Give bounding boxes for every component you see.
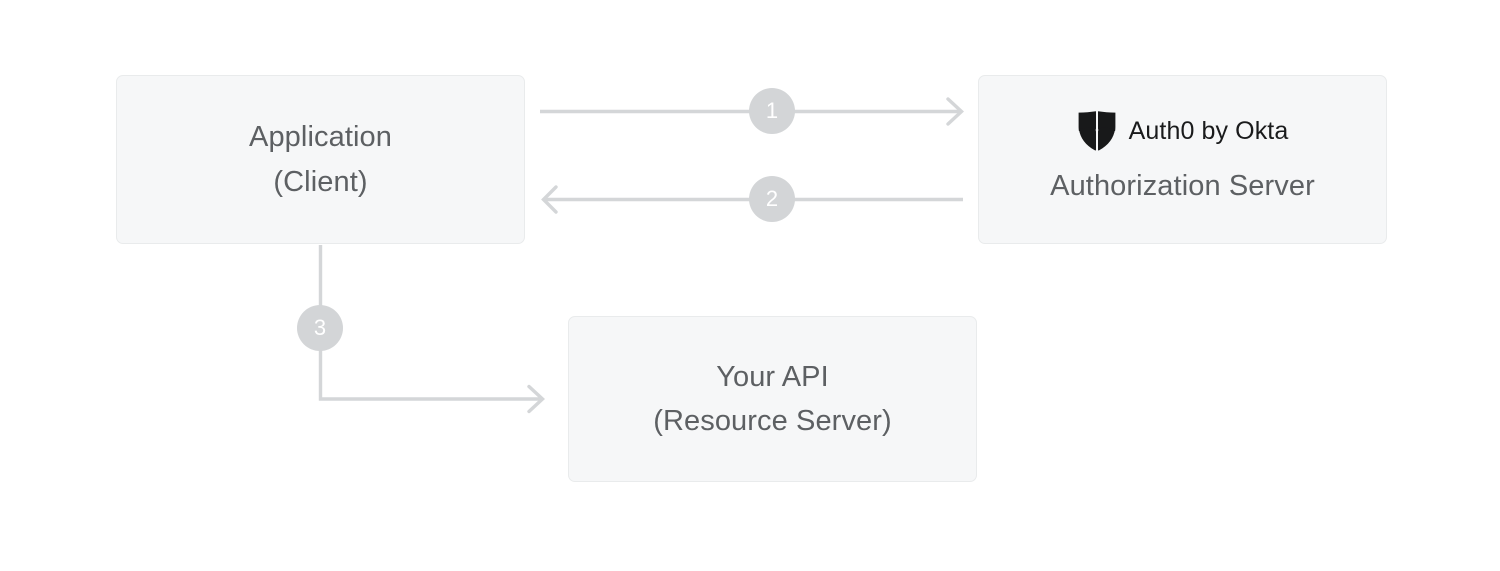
auth0-shield-icon xyxy=(1078,111,1116,151)
node-your-api[interactable]: Your API (Resource Server) xyxy=(568,316,977,482)
step-badge-1[interactable]: 1 xyxy=(749,88,795,134)
node-your-api-line-1: Your API xyxy=(716,360,829,393)
connector-step-3-arrowhead xyxy=(527,384,546,414)
node-your-api-line-2: (Resource Server) xyxy=(653,405,892,437)
auth0-brand-lockup: Auth0 by Okta xyxy=(1077,110,1289,152)
connector-step-3-line xyxy=(318,245,540,401)
connector-step-2-arrowhead xyxy=(541,185,558,214)
node-application[interactable]: Application (Client) xyxy=(116,75,525,244)
step-badge-2[interactable]: 2 xyxy=(749,176,795,222)
node-application-line-2: (Client) xyxy=(273,165,368,198)
step-badge-3[interactable]: 3 xyxy=(297,305,343,351)
connector-step-1-arrowhead xyxy=(946,97,965,126)
node-authorization-server[interactable]: Auth0 by Okta Authorization Server xyxy=(978,75,1387,244)
node-authorization-server-label: Authorization Server xyxy=(1050,170,1315,203)
auth0-wordmark: Auth0 by Okta xyxy=(1128,116,1289,145)
node-application-line-1: Application xyxy=(249,121,392,154)
